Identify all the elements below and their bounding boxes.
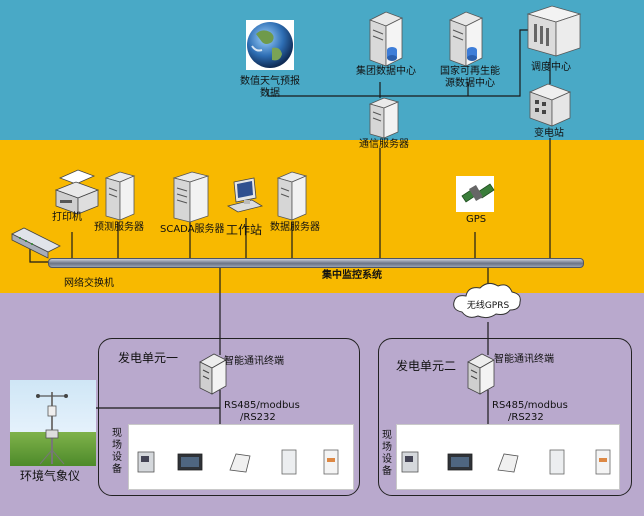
network-switch-label: 网络交换机	[64, 278, 114, 289]
printer-label: 打印机	[52, 212, 82, 223]
meter-device-icon	[229, 453, 251, 473]
unit1-field-label: 现场设备	[112, 428, 122, 475]
forecast-server-label: 预测服务器	[94, 222, 144, 233]
dispatch-center-label: 调度中心	[531, 62, 571, 73]
database-server-label: 数据服务器	[270, 222, 320, 233]
unit1-protocol-line1: RS485/modbus	[224, 400, 300, 411]
cabinet-device-icon	[549, 449, 565, 475]
unit2-field-label: 现场设备	[382, 430, 392, 477]
unit2-protocol-line2: /RS232	[508, 412, 544, 423]
monitoring-system-label: 集中监控系统	[322, 270, 382, 281]
top-link-line	[267, 29, 528, 97]
cabinet-device-icon	[281, 449, 297, 475]
gps-label: GPS	[466, 214, 487, 225]
unit1-terminal-label: 智能通讯终端	[224, 356, 284, 367]
unit2-terminal-label: 智能通讯终端	[494, 354, 554, 365]
unit2-frame	[378, 338, 632, 496]
scada-server-label: SCADA服务器	[160, 224, 225, 235]
unit1-frame	[98, 338, 360, 496]
unit2-protocol-line1: RS485/modbus	[492, 400, 568, 411]
meter-device-icon	[497, 453, 519, 473]
national-data-center-label: 国家可再生能源数据中心	[440, 66, 500, 89]
comm-server-label: 通信服务器	[359, 139, 409, 150]
substation-label: 变电站	[534, 128, 564, 139]
group-data-center-label: 集团数据中心	[356, 66, 416, 77]
monitoring-bus	[48, 258, 584, 268]
workstation-label: 工作站	[226, 223, 263, 237]
unit2-title: 发电单元二	[396, 359, 457, 373]
weather-instrument-label: 环境气象仪	[20, 469, 81, 483]
unit1-protocol-line2: /RS232	[240, 412, 276, 423]
gprs-label: 无线GPRS	[466, 301, 510, 311]
unit1-title: 发电单元一	[118, 351, 179, 365]
weather-forecast-label: 数值天气预报数据	[240, 76, 300, 99]
